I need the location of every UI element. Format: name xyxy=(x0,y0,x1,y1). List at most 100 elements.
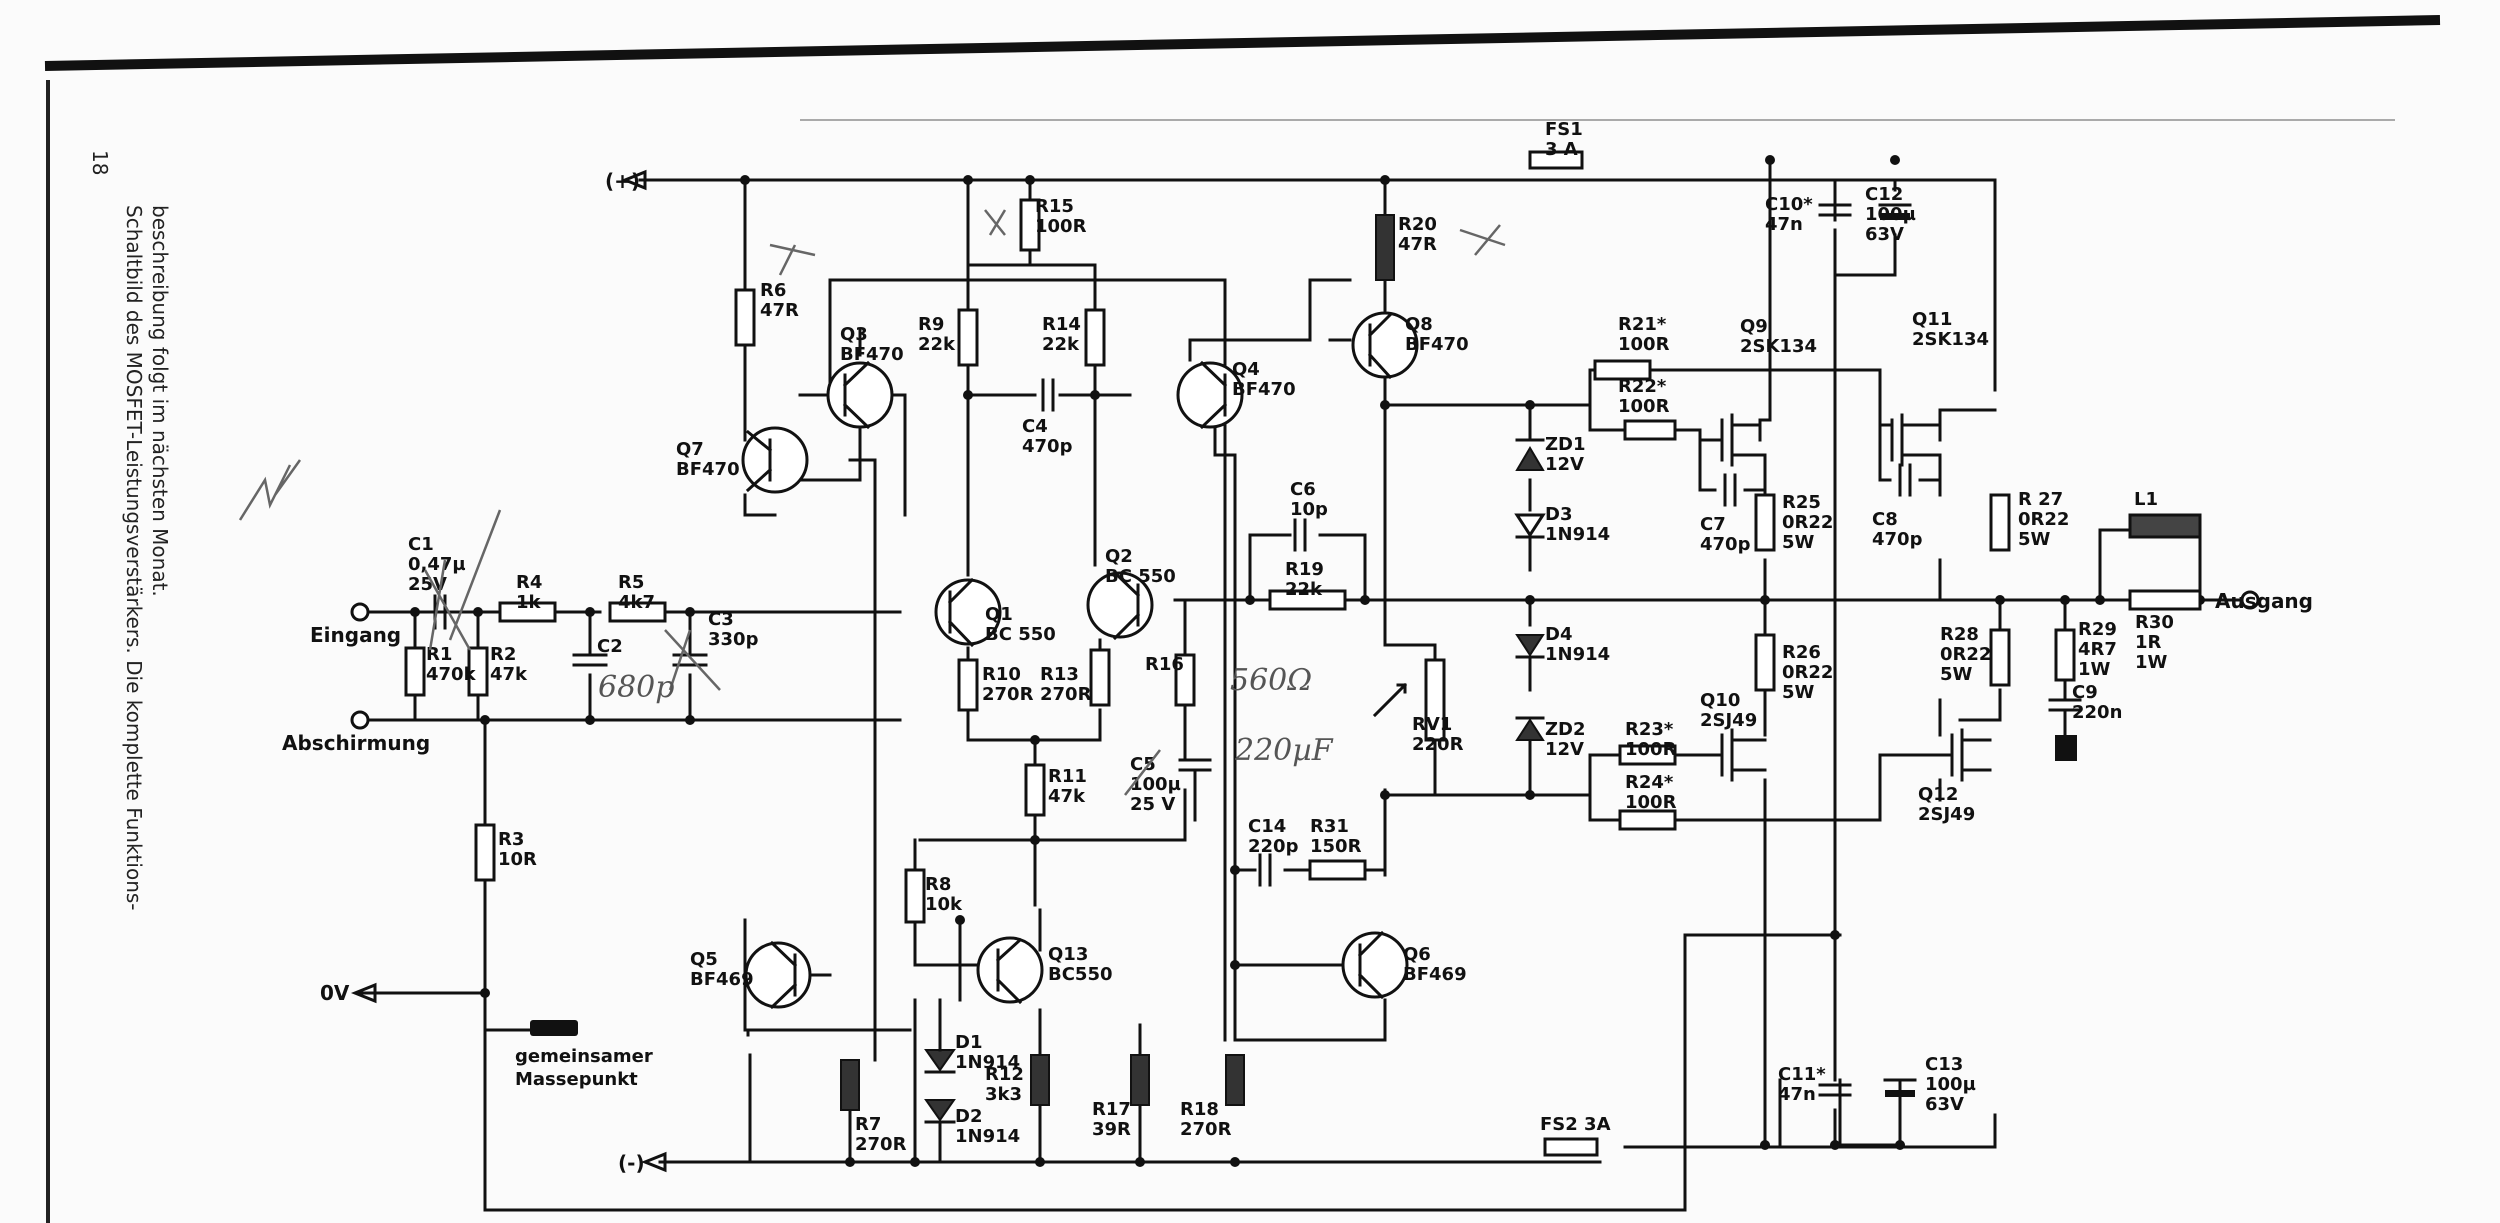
resistor-r12 xyxy=(1030,1054,1050,1106)
label-d2-line-0: D2 xyxy=(955,1106,982,1127)
resistor-r2 xyxy=(467,646,489,697)
resistor-r14 xyxy=(1084,308,1106,367)
label-r3-line-1: 10R xyxy=(498,849,537,870)
label-r28-line-1: 0R22 xyxy=(1940,644,1991,665)
resistor-r3 xyxy=(474,823,496,882)
label-c9-line-1: 220n xyxy=(2072,702,2122,723)
label-rv1-line-0: RV1 xyxy=(1412,714,1452,735)
label-r25-line-0: R25 xyxy=(1782,492,1821,513)
label-c13-line-2: 63V xyxy=(1925,1094,1964,1115)
label-zd2-line-0: ZD2 xyxy=(1545,719,1586,740)
label-r24-line-1: 100R xyxy=(1625,792,1677,813)
resistor-r15 xyxy=(1019,198,1041,252)
label-c3-line-0: C3 xyxy=(708,609,734,630)
label-q2-line-0: Q2 xyxy=(1105,546,1133,567)
label-c6-line-0: C6 xyxy=(1290,479,1316,500)
label-q11-line-1: 2SK134 xyxy=(1912,329,1989,350)
label-c13-line-1: 100µ xyxy=(1925,1074,1976,1095)
ground-pad xyxy=(530,1020,578,1036)
resistor-r27 xyxy=(1989,493,2011,552)
label-q8-line-0: Q8 xyxy=(1405,314,1433,335)
label-q12-line-0: Q12 xyxy=(1918,784,1958,805)
label-rv1-line-1: 220R xyxy=(1412,734,1464,755)
c9-pad xyxy=(2055,735,2077,761)
label-q4-line-1: BF470 xyxy=(1232,379,1296,400)
pen-marks: 680p 560Ω 220µF xyxy=(238,209,1506,796)
label-c12-line-2: 63V xyxy=(1865,224,1904,245)
label-d3-line-0: D3 xyxy=(1545,504,1572,525)
label-c7-line-0: C7 xyxy=(1700,514,1726,535)
resistor-r18 xyxy=(1225,1054,1245,1106)
label-q10-line-0: Q10 xyxy=(1700,690,1740,711)
terminal-plus: (+) xyxy=(605,169,640,193)
resistor-r22 xyxy=(1623,419,1677,441)
label-r29-line-1: 4R7 xyxy=(2078,639,2117,660)
diodes xyxy=(924,438,1546,1164)
label-q9-line-0: Q9 xyxy=(1740,316,1768,337)
label-r25-line-1: 0R22 xyxy=(1782,512,1833,533)
label-q3-line-0: Q3 xyxy=(840,324,868,345)
potentiometer-rv1 xyxy=(1424,658,1446,742)
ground-label-2: Massepunkt xyxy=(515,1069,638,1090)
label-q4-line-0: Q4 xyxy=(1232,359,1260,380)
label-c7-line-1: 470p xyxy=(1700,534,1751,555)
label-r31-line-0: R31 xyxy=(1310,816,1349,837)
label-r2-line-0: R2 xyxy=(490,644,516,665)
label-q12-line-1: 2SJ49 xyxy=(1918,804,1975,825)
resistor-r4 xyxy=(498,601,557,623)
label-q7-line-0: Q7 xyxy=(676,439,704,460)
junctions xyxy=(410,155,2205,1167)
label-r4-line-1: 1k xyxy=(516,592,542,613)
label-r19-line-0: R19 xyxy=(1285,559,1324,580)
mosfet-q11 xyxy=(1890,413,1942,467)
fuse-fs2 xyxy=(1543,1137,1599,1157)
transistors xyxy=(741,311,1992,1010)
label-r26-line-1: 0R22 xyxy=(1782,662,1833,683)
label-c11-line-0: C11* xyxy=(1778,1064,1826,1085)
label-r22-line-1: 100R xyxy=(1618,396,1670,417)
label-r17-line-1: 39R xyxy=(1092,1119,1131,1140)
label-c14-line-1: 220p xyxy=(1248,836,1299,857)
label-r30-line-0: R30 xyxy=(2135,612,2174,633)
label-c4-line-0: C4 xyxy=(1022,416,1048,437)
mosfet-q10 xyxy=(1720,728,1767,782)
resistor-r13 xyxy=(1089,648,1111,707)
page-border xyxy=(44,15,2441,1223)
label-c6-line-1: 10p xyxy=(1290,499,1328,520)
label-c4-line-1: 470p xyxy=(1022,436,1073,457)
resistor-r31 xyxy=(1308,859,1367,881)
label-r7-line-0: R7 xyxy=(855,1114,881,1135)
label-r13-line-0: R13 xyxy=(1040,664,1079,685)
resistor-r9 xyxy=(957,308,979,367)
label-l1-line-0: L1 xyxy=(2134,489,2158,510)
label-r28-line-2: 5W xyxy=(1940,664,1973,685)
terminal-shield: Abschirmung xyxy=(282,731,430,755)
label-r29-line-2: 1W xyxy=(2078,659,2111,680)
label-r23-line-1: 100R xyxy=(1625,739,1677,760)
label-r5-line-0: R5 xyxy=(618,572,644,593)
label-r27-line-1: 0R22 xyxy=(2018,509,2069,530)
resistor-r29 xyxy=(2054,628,2076,682)
caption-line-1: Schaltbild des MOSFET-Leistungsverstärke… xyxy=(122,205,146,911)
resistor-r21 xyxy=(1593,359,1652,381)
resistor-r17 xyxy=(1130,1054,1150,1106)
handwritten-c2: 680p xyxy=(598,670,674,705)
resistor-r1 xyxy=(404,646,426,697)
label-r11-line-0: R11 xyxy=(1048,766,1087,787)
label-fs1-line-0: FS1 xyxy=(1545,119,1583,140)
label-zd1-line-1: 12V xyxy=(1545,454,1584,475)
label-c8-line-1: 470p xyxy=(1872,529,1923,550)
handwritten-c5: 220µF xyxy=(1234,733,1334,768)
label-r6-line-0: R6 xyxy=(760,280,786,301)
label-r26-line-2: 5W xyxy=(1782,682,1815,703)
label-r8-line-1: 10k xyxy=(925,894,963,915)
label-r23-line-0: R23* xyxy=(1625,719,1674,740)
label-q10-line-1: 2SJ49 xyxy=(1700,710,1757,731)
transistor-q7 xyxy=(741,426,809,494)
label-r20-line-1: 47R xyxy=(1398,234,1437,255)
label-r10-line-1: 270R xyxy=(982,684,1034,705)
transistor-q5 xyxy=(744,941,812,1009)
terminal-output: Ausgang xyxy=(2215,589,2313,613)
resistor-r19 xyxy=(1268,589,1347,611)
label-q2-line-1: BC 550 xyxy=(1105,566,1176,587)
